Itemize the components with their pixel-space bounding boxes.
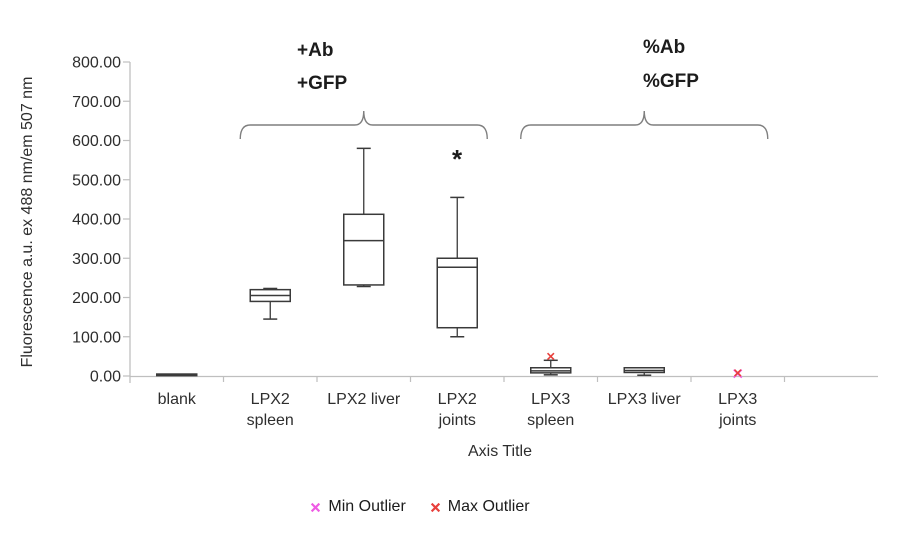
group-brace [520,110,769,140]
y-tick-label: 300.00 [72,251,121,268]
box [343,213,385,286]
y-tick-label: 100.00 [72,329,121,346]
y-tick-label: 600.00 [72,133,121,150]
x-category-label: LPX3 liver [608,391,682,408]
y-tick-label: 0.00 [90,369,121,386]
max-outlier-marker-icon [733,369,742,377]
y-tick-label: 700.00 [72,94,121,111]
x-axis-title: Axis Title [467,443,533,460]
box [436,257,478,329]
y-tick-label: 400.00 [72,212,121,229]
significance-asterisk: * [451,144,463,174]
legend-item-max-outlier: Max Outlier [430,498,530,516]
legend-label-min-outlier: Min Outlier [328,498,406,515]
group1-label-line2: +GFP [297,73,348,94]
x-category-label: blank [158,391,197,408]
group-brace [239,110,488,140]
group1-label-line1: +Ab [297,40,334,61]
min-outlier-marker-icon [311,502,321,512]
y-tick-label: 500.00 [72,172,121,189]
legend-item-min-outlier: Min Outlier [310,498,406,516]
y-tick-label: 800.00 [72,55,121,72]
y-axis-title: Fluorescence a.u. ex 488 nm/em 507 nm [19,76,36,368]
max-outlier-marker-icon [430,502,440,512]
y-tick-label: 200.00 [72,290,121,307]
max-outlier-marker-icon [546,352,555,361]
group2-label-line1: %Ab [643,37,686,58]
chart-legend: Min Outlier Max Outlier [0,498,840,516]
group2-label-line2: %GFP [643,71,699,92]
legend-label-max-outlier: Max Outlier [447,498,530,515]
x-category-label: LPX2 liver [327,391,401,408]
